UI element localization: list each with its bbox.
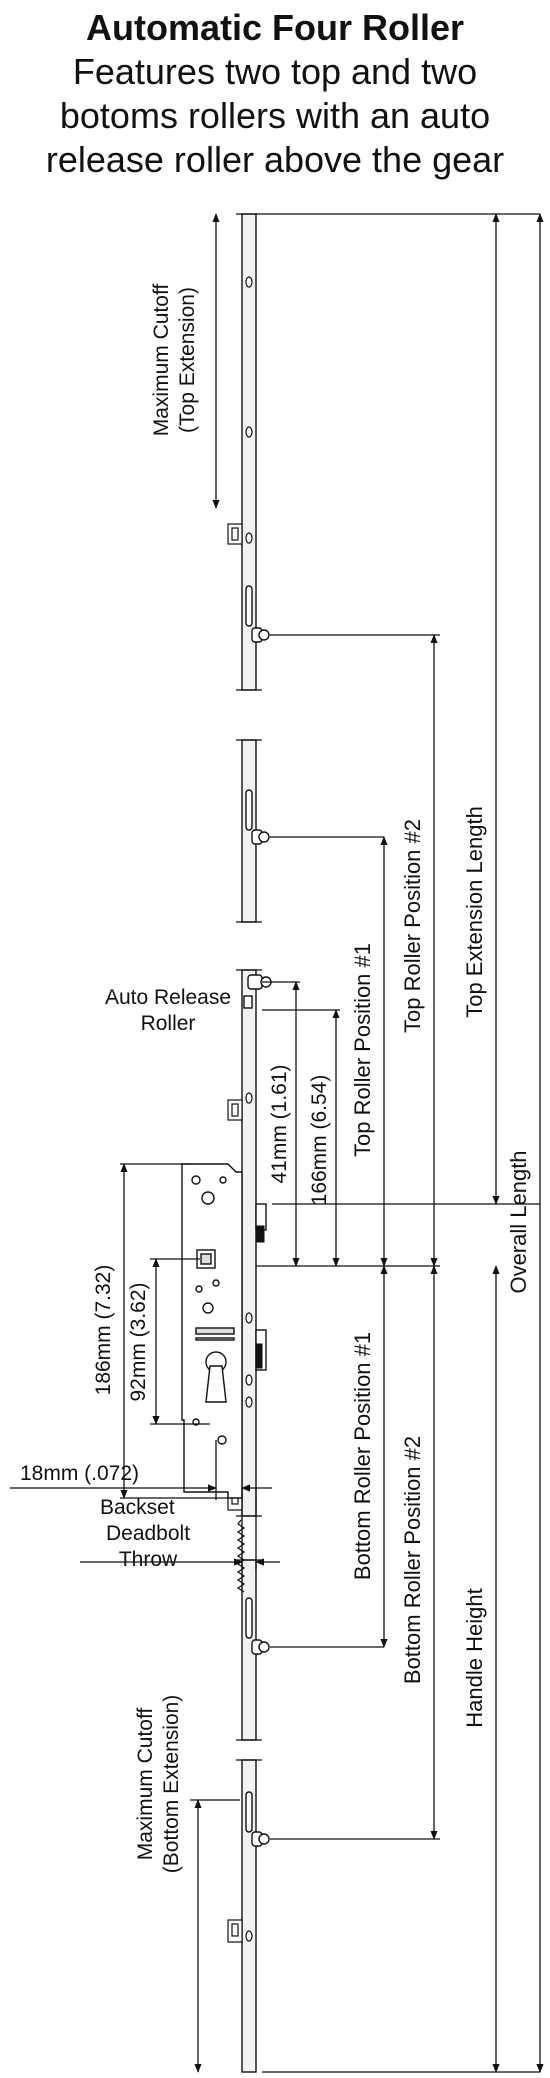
roller-bottom-2 bbox=[245, 1791, 270, 1847]
label-deadbolt-1: Deadbolt bbox=[106, 1522, 190, 1545]
label-166mm: 166mm (6.54) bbox=[308, 1075, 331, 1206]
label-92mm: 92mm (3.62) bbox=[127, 1282, 150, 1401]
screw-holes bbox=[245, 276, 253, 1942]
label-bottom-roller-1: Bottom Roller Position #1 bbox=[350, 1332, 375, 1580]
label-top-roller-1: Top Roller Position #1 bbox=[350, 943, 375, 1157]
label-max-cutoff-top-1: Maximum Cutoff bbox=[150, 284, 173, 437]
label-top-roller-2: Top Roller Position #2 bbox=[400, 819, 425, 1033]
label-max-cutoff-bottom-2: (Bottom Extension) bbox=[160, 1695, 183, 1874]
label-backset: Backset bbox=[100, 1496, 175, 1519]
subtitle-line-1: Features two top and two bbox=[72, 51, 478, 92]
label-max-cutoff-top-2: (Top Extension) bbox=[176, 287, 199, 433]
rollers bbox=[243, 585, 272, 1847]
dimension-lines bbox=[10, 213, 544, 2073]
roller-top-1 bbox=[245, 789, 270, 845]
label-41mm: 41mm (1.61) bbox=[268, 1064, 291, 1183]
subtitle-line-2: botoms rollers with an auto bbox=[59, 95, 491, 136]
shoot-bolt bbox=[236, 1519, 246, 1593]
label-auto-release-1: Auto Release bbox=[105, 986, 231, 1009]
gearbox-case bbox=[181, 1163, 243, 1499]
dimension-labels: Maximum Cutoff (Top Extension) Auto Rele… bbox=[20, 284, 531, 1874]
diagram-subtitle: Features two top and two botoms rollers … bbox=[0, 50, 550, 182]
deadbolt bbox=[255, 1203, 267, 1371]
label-18mm: 18mm (.072) bbox=[20, 1462, 139, 1485]
roller-bottom-1 bbox=[245, 1597, 270, 1655]
diagram-title: Automatic Four Roller bbox=[85, 7, 465, 48]
roller-top-2 bbox=[245, 585, 270, 643]
strip-center-faceplate bbox=[241, 969, 257, 1517]
diagram-header: Automatic Four Roller Features two top a… bbox=[0, 0, 550, 182]
label-186mm: 186mm (7.32) bbox=[92, 1265, 115, 1396]
label-max-cutoff-bottom-1: Maximum Cutoff bbox=[134, 1708, 157, 1861]
label-top-extension-length: Top Extension Length bbox=[462, 806, 487, 1018]
label-auto-release-2: Roller bbox=[141, 1012, 196, 1035]
break-marks bbox=[236, 213, 262, 1761]
label-overall-length: Overall Length bbox=[506, 1150, 531, 1293]
label-bottom-roller-2: Bottom Roller Position #2 bbox=[400, 1436, 425, 1684]
label-deadbolt-2: Throw bbox=[119, 1548, 178, 1571]
label-handle-height: Handle Height bbox=[462, 1588, 487, 1727]
subtitle-line-3: release roller above the gear bbox=[45, 139, 505, 180]
